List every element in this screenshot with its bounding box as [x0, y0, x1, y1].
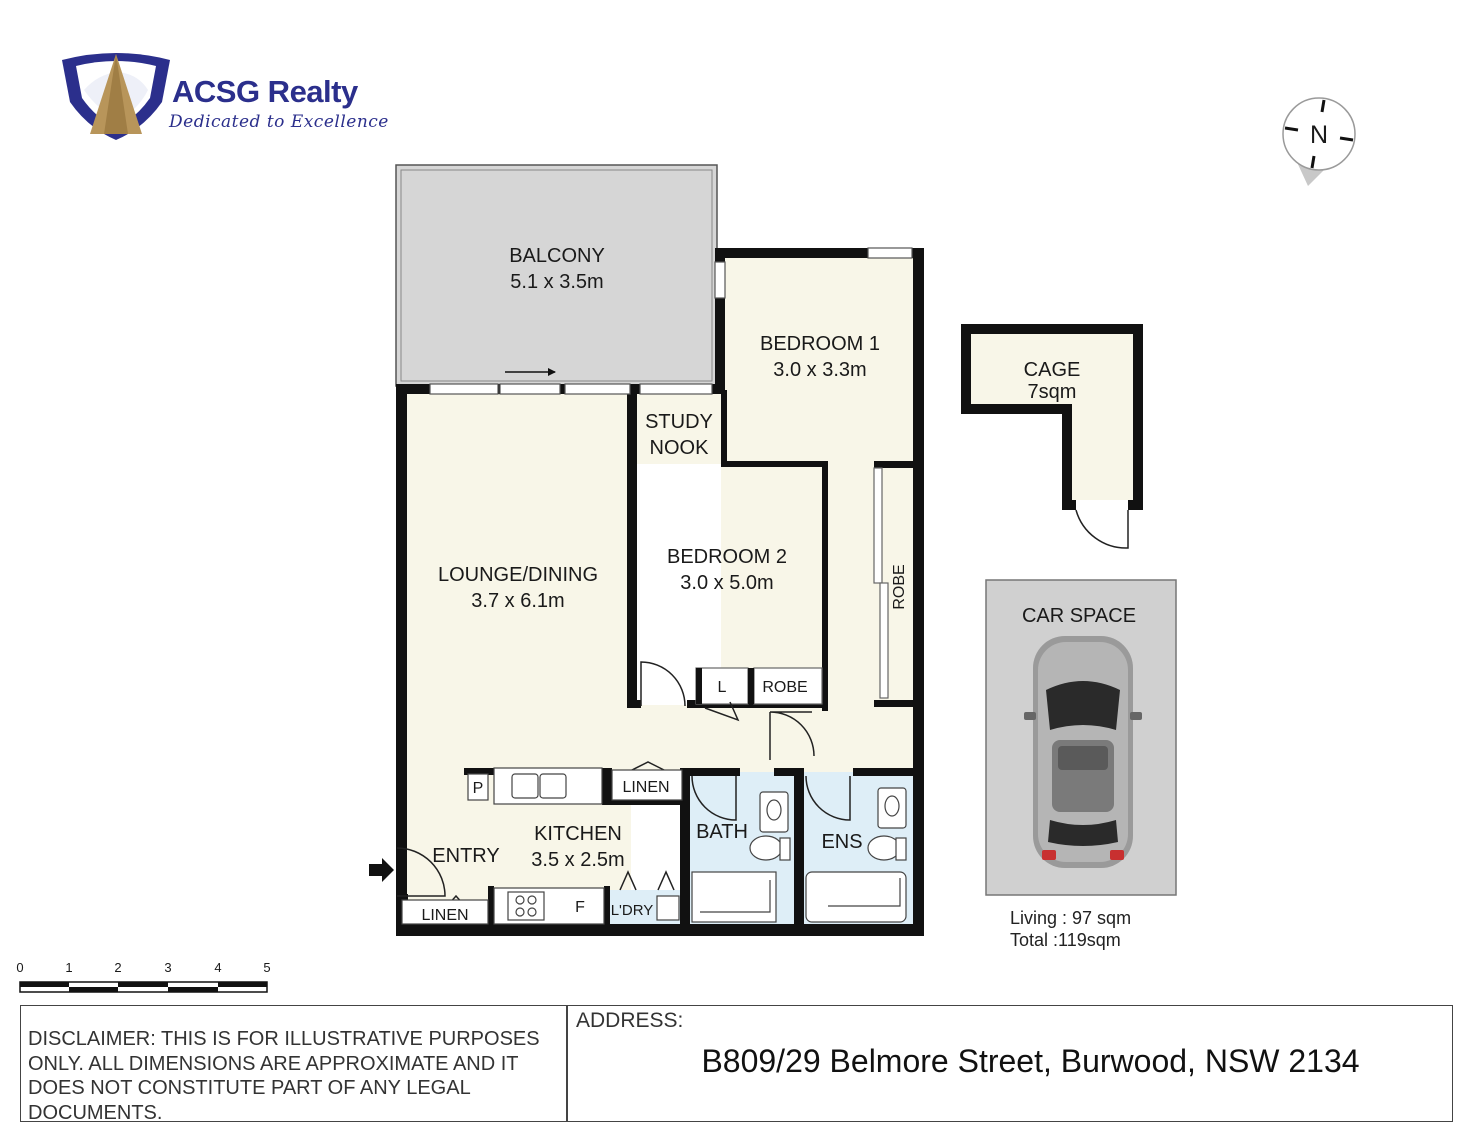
bath-label: BATH: [696, 821, 748, 843]
address-label: ADDRESS:: [576, 1009, 684, 1032]
footer-box: [20, 1005, 1453, 1122]
scale-tick-3: 3: [164, 960, 171, 975]
car-icon: [1024, 636, 1142, 868]
balcony-size: 5.1 x 3.5m: [510, 271, 603, 293]
kitchen-fixtures: [401, 767, 683, 925]
lounge-label: LOUNGE/DINING: [438, 564, 598, 586]
pantry-label: P: [473, 780, 484, 797]
scale-tick-1: 1: [65, 960, 72, 975]
robe-bedroom1-label: ROBE: [891, 564, 908, 609]
linen-entry-label: LINEN: [421, 907, 468, 924]
robe-doors: [695, 467, 889, 705]
balcony-label: BALCONY: [509, 245, 605, 267]
linen-hall-label: LINEN: [622, 779, 669, 796]
bedroom2-size: 3.0 x 5.0m: [680, 572, 773, 594]
cage-label: CAGE: [1024, 359, 1081, 381]
scale-tick-5: 5: [263, 960, 270, 975]
compass-icon: N: [1282, 97, 1356, 186]
bedroom1-size: 3.0 x 3.3m: [773, 359, 866, 381]
robe-bedroom2-label: ROBE: [762, 679, 807, 696]
living-area: Living : 97 sqm: [1010, 908, 1132, 928]
ensuite-label: ENS: [821, 831, 862, 853]
scale-tick-4: 4: [214, 960, 221, 975]
door-swings: [396, 661, 851, 906]
car-space-label: CAR SPACE: [1022, 605, 1136, 627]
laundry-label: L'DRY: [611, 902, 654, 919]
cage-size: 7sqm: [1028, 381, 1077, 403]
kitchen-size: 3.5 x 2.5m: [531, 849, 624, 871]
entry-arrow-icon: [369, 858, 394, 882]
compass-north-label: N: [1310, 121, 1328, 149]
fridge-label: F: [575, 899, 585, 916]
disclaimer-text: DISCLAIMER: THIS IS FOR ILLUSTRATIVE PUR…: [28, 1028, 540, 1124]
brand-tagline: Dedicated to Excellence: [169, 112, 389, 132]
brand-logo: [62, 53, 170, 140]
linen-small-label: L: [718, 679, 727, 696]
lounge-size: 3.7 x 6.1m: [471, 590, 564, 612]
bathroom-fixtures: [691, 787, 907, 923]
scale-tick-2: 2: [114, 960, 121, 975]
scale-bar: 0 1 2 3 4 5: [16, 960, 271, 993]
study-label-2: NOOK: [650, 437, 710, 459]
cage-door: [1075, 509, 1129, 549]
scale-tick-0: 0: [16, 960, 23, 975]
bedroom2-label: BEDROOM 2: [667, 546, 787, 568]
windows: [429, 247, 913, 395]
footer-divider: [566, 1005, 568, 1122]
brand-name: ACSG Realty: [172, 74, 358, 109]
entry-label: ENTRY: [432, 845, 499, 867]
study-label-1: STUDY: [645, 411, 713, 433]
walls: [396, 248, 924, 936]
kitchen-label: KITCHEN: [534, 823, 622, 845]
total-area: Total :119sqm: [1010, 930, 1121, 950]
bedroom1-label: BEDROOM 1: [760, 333, 880, 355]
address-text: B809/29 Belmore Street, Burwood, NSW 213…: [701, 1043, 1360, 1079]
